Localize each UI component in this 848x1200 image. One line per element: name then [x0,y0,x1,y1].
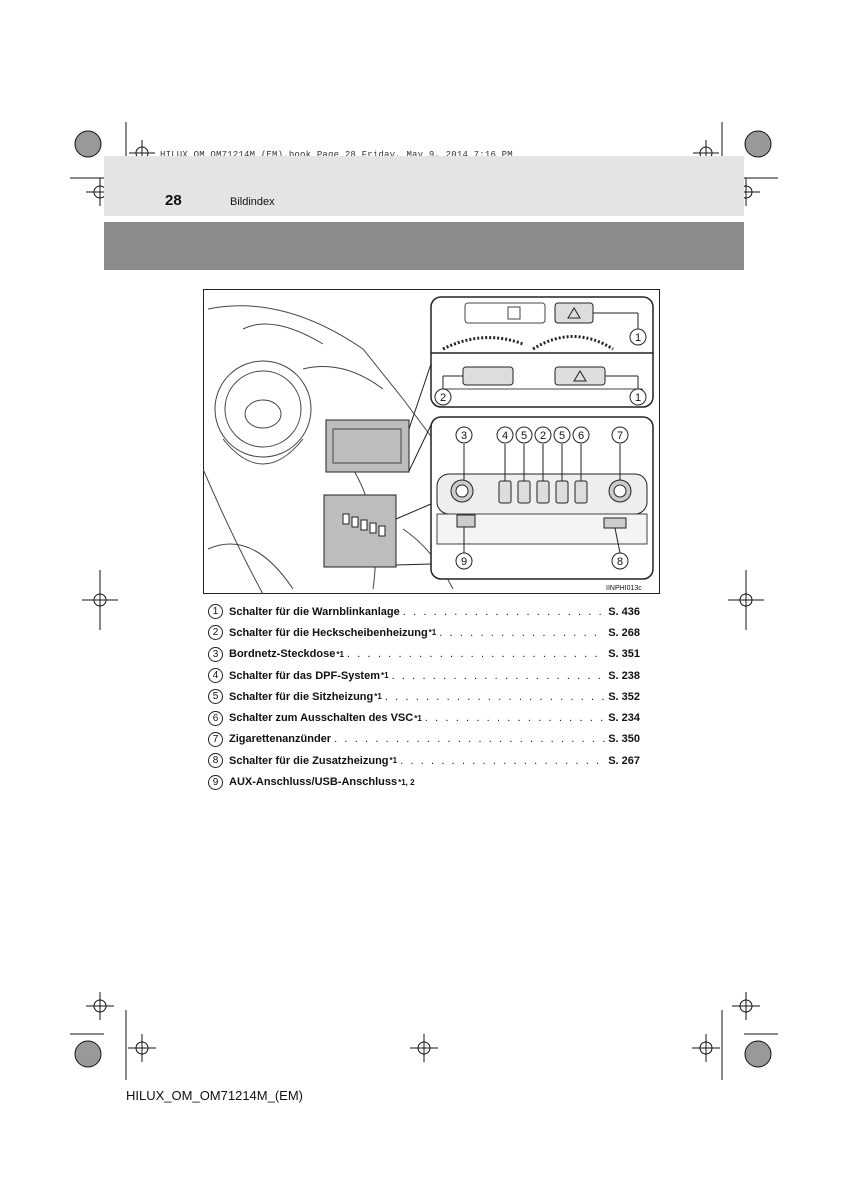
callout-label: 3 [461,430,467,442]
index-label: Zigarettenanzünder [229,733,332,746]
callout-label: 8 [617,556,623,568]
leader-dots: . . . . . . . . . . . . . . . . . . . . … [334,733,605,746]
callout-label: 5 [559,430,565,442]
index-number: 7 [208,731,223,747]
callout-6 [572,426,590,444]
leader-dots: . . . . . . . . . . . . . . . . . . . . … [402,605,605,618]
index-row: 3 Bordnetz-Steckdose *1 . . . . . . . . … [208,644,640,665]
page-reference: S. 436 [608,605,640,618]
footnote-marker: *1 [374,692,382,702]
index-list: 1 Schalter für die Warnblinkanlage . . .… [208,601,640,793]
callout-8 [611,552,629,570]
footnote-marker: *1 [381,671,389,681]
index-row: 2 Schalter für die Heckscheibenheizung *… [208,622,640,643]
index-row: 7 Zigarettenanzünder . . . . . . . . . .… [208,729,640,750]
index-number: 2 [208,625,223,641]
index-number: 5 [208,689,223,705]
index-number: 3 [208,646,223,662]
dashboard-figure: 1 2 1 3 4 5 2 5 6 7 9 8 [203,289,660,594]
callout-label: 6 [578,430,584,442]
page-reference: S. 267 [608,754,640,767]
footnote-marker: *1, 2 [398,777,415,787]
index-label: Schalter für die Heckscheibenheizung [229,626,428,639]
index-row: 5 Schalter für die Sitzheizung *1 . . . … [208,686,640,707]
index-row: 4 Schalter für das DPF-System *1 . . . .… [208,665,640,686]
index-row: 1 Schalter für die Warnblinkanlage . . .… [208,601,640,622]
index-number: 9 [208,774,223,790]
callout-5b [553,426,571,444]
leader-dots: . . . . . . . . . . . . . . . . . . . . … [384,690,605,703]
callout-7 [611,426,629,444]
callout-label: 9 [461,556,467,568]
index-label: Bordnetz-Steckdose [229,648,336,661]
index-number: 8 [208,753,223,769]
index-label: Schalter zum Ausschalten des VSC [229,712,414,725]
steering-wheel-illustration [214,360,312,458]
callout-label: 7 [617,430,623,442]
callout-9 [455,552,473,570]
callout-5a [515,426,533,444]
leader-dots: . . . . . . . . . . . . . . . . . . . . … [391,669,606,682]
footnote-marker: *1 [336,649,344,659]
leader-dots: . . . . . . . . . . . . . . . . . . . . … [424,712,606,725]
index-row: 8 Schalter für die Zusatzheizung *1 . . … [208,750,640,771]
page-reference: S. 350 [608,733,640,746]
index-label: AUX-Anschluss/USB-Anschluss [229,776,398,789]
callout-3 [455,426,473,444]
footnote-marker: *1 [389,756,398,766]
figure-code: IINPHI013c [606,585,642,592]
leader-dots: . . . . . . . . . . . . . . . . . . . . … [346,648,605,661]
page-number: 28 [165,192,182,209]
index-row: 6 Schalter zum Ausschalten des VSC *1 . … [208,707,640,728]
index-label: Schalter für die Warnblinkanlage [229,605,400,618]
callout-label: 2 [540,430,546,442]
index-row: 9 AUX-Anschluss/USB-Anschluss *1, 2 [208,771,640,792]
leader-dots: . . . . . . . . . . . . . . . . . . . . … [439,626,605,639]
callout-label: 1 [635,392,641,404]
index-label: Schalter für das DPF-System [229,669,380,682]
callout-1-bottom [629,388,647,406]
callout-1-top [629,328,647,346]
page-reference: S. 238 [608,669,640,682]
callout-2b [534,426,552,444]
print-info: HILUX_OM_OM71214M_(EM).book Page 28 Frid… [160,150,513,160]
index-label: Schalter für die Sitzheizung [229,690,374,703]
page-reference: S. 352 [608,690,640,703]
section-title: Bildindex [230,196,275,208]
footer-doc-id: HILUX_OM_OM71214M_(EM) [126,1088,303,1103]
index-label: Schalter für die Zusatzheizung [229,754,389,767]
footnote-marker: *1 [414,713,422,723]
footnote-marker: *1 [428,628,437,638]
leader-dots: . . . . . . . . . . . . . . . . . . . . … [400,754,605,767]
callout-label: 4 [502,430,508,442]
index-number: 4 [208,668,223,684]
callout-label: 1 [635,332,641,344]
index-number: 6 [208,710,223,726]
page-reference: S. 234 [608,712,640,725]
page-reference: S. 351 [608,648,640,661]
callout-label: 2 [440,392,446,404]
header-band [104,156,744,216]
callout-2 [434,388,452,406]
page-reference: S. 268 [608,626,640,639]
index-number: 1 [208,604,223,620]
header-bar [104,222,744,270]
callout-label: 5 [521,430,527,442]
callout-4 [496,426,514,444]
